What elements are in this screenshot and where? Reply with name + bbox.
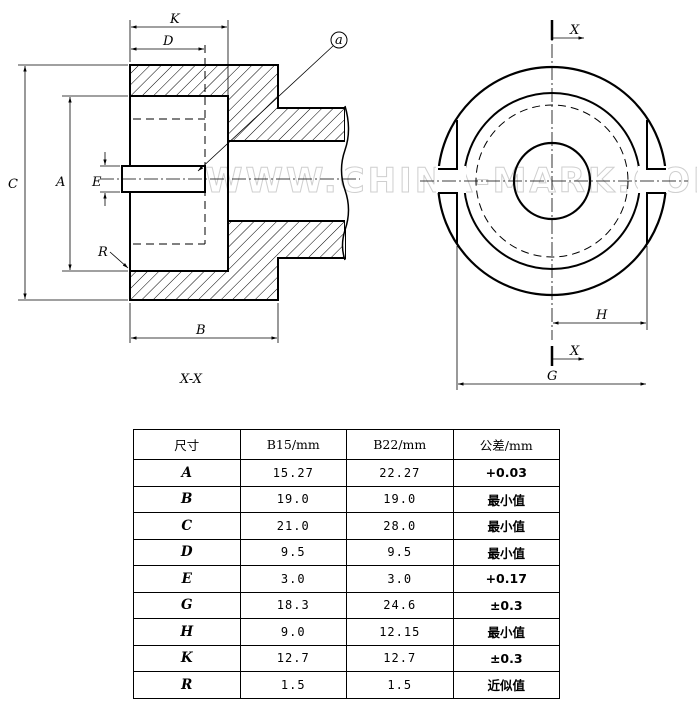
label-b: B <box>195 323 206 338</box>
label-e: E <box>91 175 102 190</box>
header-dimension: 尺寸 <box>133 429 241 460</box>
cell-dim: G <box>133 591 241 619</box>
section-top-body <box>129 64 346 142</box>
cell-tol: 近似值 <box>452 671 560 699</box>
cell-dim: R <box>133 671 241 699</box>
cell-tol: ±0.3 <box>452 591 560 619</box>
cell-tol: 最小值 <box>452 618 560 646</box>
table-row: B 19.0 19.0 最小值 <box>133 485 560 513</box>
table-row: H 9.0 12.15 最小值 <box>133 618 560 646</box>
header-b22: B22/mm <box>346 429 454 460</box>
cell-b15: 19.0 <box>239 485 347 513</box>
cell-b15: 9.5 <box>239 538 347 566</box>
cell-tol: +0.03 <box>452 459 560 487</box>
table-row: D 9.5 9.5 最小值 <box>133 538 560 566</box>
table-row: G 18.3 24.6 ±0.3 <box>133 591 560 619</box>
header-b15: B15/mm <box>239 429 347 460</box>
cell-dim: B <box>133 485 241 513</box>
callout-a: a <box>335 33 343 48</box>
cell-b22: 28.0 <box>346 512 454 540</box>
cell-tol: 最小值 <box>452 512 560 540</box>
label-x-bottom: X <box>569 344 580 359</box>
table-row: C 21.0 28.0 最小值 <box>133 512 560 540</box>
label-c: C <box>8 177 18 192</box>
cell-dim: H <box>133 618 241 646</box>
table-row: K 12.7 12.7 ±0.3 <box>133 644 560 672</box>
cell-dim: C <box>133 512 241 540</box>
cell-b15: 18.3 <box>239 591 347 619</box>
technical-drawing: WWW.CHINA-MARK.COM K D C <box>8 12 697 390</box>
cell-dim: E <box>133 565 241 593</box>
table-row: E 3.0 3.0 +0.17 <box>133 565 560 593</box>
cell-b22: 24.6 <box>346 591 454 619</box>
cell-b15: 3.0 <box>239 565 347 593</box>
cell-tol: 最小值 <box>452 538 560 566</box>
cell-b15: 21.0 <box>239 512 347 540</box>
cell-b15: 12.7 <box>239 644 347 672</box>
cell-b22: 22.27 <box>346 459 454 487</box>
label-r: R <box>97 245 108 260</box>
label-x-top: X <box>569 23 580 38</box>
cell-b22: 12.7 <box>346 644 454 672</box>
cell-b22: 19.0 <box>346 485 454 513</box>
cell-tol: +0.17 <box>452 565 560 593</box>
label-a: A <box>55 175 65 190</box>
top-view: X X H G <box>420 20 688 390</box>
section-title: X-X <box>179 372 203 387</box>
header-tolerance: 公差/mm <box>452 429 560 460</box>
cell-tol: 最小值 <box>452 485 560 513</box>
cell-b22: 12.15 <box>346 618 454 646</box>
dimension-table: 尺寸 B15/mm B22/mm 公差/mm A 15.27 22.27 +0.… <box>133 429 560 699</box>
cell-b22: 9.5 <box>346 538 454 566</box>
cell-b22: 3.0 <box>346 565 454 593</box>
section-view: K D C A E R B a X-X <box>8 12 360 387</box>
cell-dim: A <box>133 459 241 487</box>
cell-b15: 1.5 <box>239 671 347 699</box>
label-d: D <box>162 34 174 49</box>
cell-b22: 1.5 <box>346 671 454 699</box>
cell-dim: D <box>133 538 241 566</box>
table-header-row: 尺寸 B15/mm B22/mm 公差/mm <box>133 429 560 460</box>
cell-dim: K <box>133 644 241 672</box>
cell-b15: 9.0 <box>239 618 347 646</box>
label-k: K <box>169 12 181 27</box>
cell-tol: ±0.3 <box>452 644 560 672</box>
label-h: H <box>595 308 608 323</box>
table-row: R 1.5 1.5 近似值 <box>133 671 560 699</box>
break-line <box>340 105 350 261</box>
cell-b15: 15.27 <box>239 459 347 487</box>
label-g: G <box>547 369 557 384</box>
section-bottom-body <box>129 220 346 301</box>
table-row: A 15.27 22.27 +0.03 <box>133 459 560 487</box>
